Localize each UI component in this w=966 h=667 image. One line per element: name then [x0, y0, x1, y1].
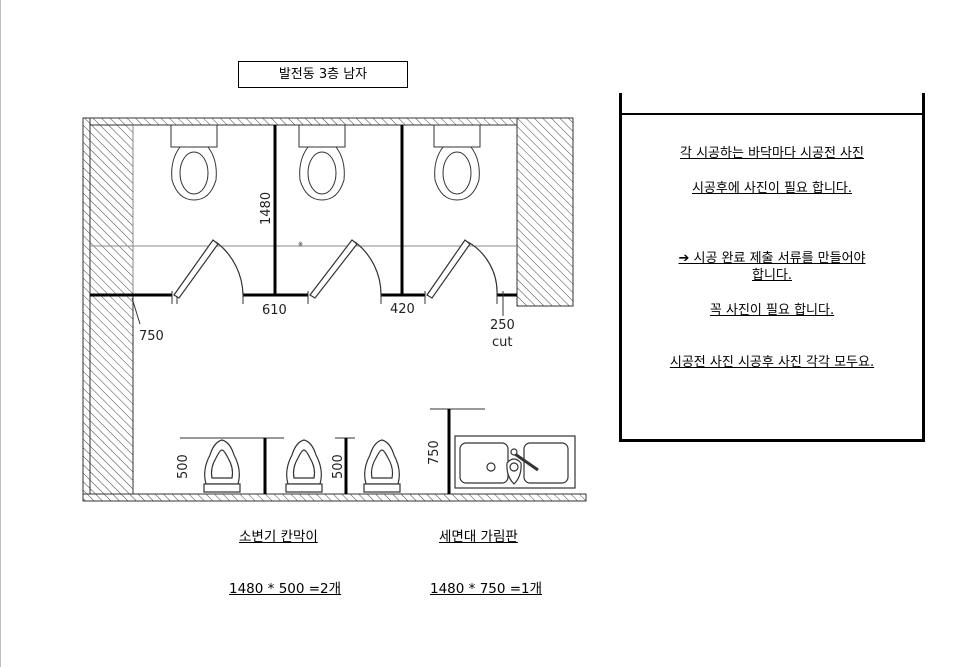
door-3 — [426, 239, 498, 299]
dim-750-left: 750 — [139, 329, 164, 344]
top-wall — [82, 117, 574, 126]
notes-frame — [619, 93, 925, 442]
urinal-3 — [363, 439, 401, 493]
sink-counter — [454, 435, 576, 489]
door-2 — [309, 239, 382, 299]
page-edge-line — [0, 0, 1, 667]
dim-610: 610 — [262, 303, 287, 318]
notes-panel: 각 시공하는 바닥마다 시공전 사진 시공후에 사진이 필요 합니다. ➔ 시공… — [619, 93, 925, 442]
plan-title: 발전동 3층 남자 — [238, 61, 408, 88]
dim-500-a: 500 — [176, 454, 191, 479]
door-1 — [173, 239, 244, 299]
caption-urinal-partition: 소변기 칸막이 — [239, 529, 318, 545]
panel-ticks — [171, 291, 504, 304]
note-line-1: 각 시공하는 바닥마다 시공전 사진 — [680, 146, 864, 161]
toilet-1 — [170, 124, 218, 201]
dim-1480: 1480 — [259, 192, 274, 225]
dim-250: 250 — [490, 318, 515, 333]
dim-mark: ※ — [298, 241, 303, 248]
toilet-3 — [433, 124, 481, 201]
dim-cut: cut — [492, 335, 512, 350]
bottom-wall — [82, 493, 587, 502]
dim-750-sink: 750 — [427, 440, 442, 465]
left-wall — [82, 117, 91, 502]
note-line-3a: ➔ 시공 완료 제출 서류를 만들어야 — [678, 251, 866, 266]
dim-500-b: 500 — [331, 454, 346, 479]
right-wall-block — [516, 117, 574, 307]
caption-sink-partition: 세면대 가림판 — [439, 529, 518, 545]
left-wall-lower — [89, 294, 134, 495]
dim-420: 420 — [390, 302, 415, 317]
toilet-2 — [298, 124, 346, 201]
note-line-2: 시공후에 사진이 필요 합니다. — [691, 181, 853, 196]
note-line-4: 꼭 사진이 필요 합니다. — [709, 303, 835, 318]
left-wall-thick — [89, 124, 134, 296]
caption-urinal-spec: 1480 * 500 =2개 — [229, 581, 342, 597]
note-line-5: 시공전 사진 시공후 사진 각각 모두요. — [669, 355, 875, 370]
leader-750 — [131, 297, 141, 325]
caption-sink-spec: 1480 * 750 =1개 — [430, 581, 543, 597]
note-line-3b: 합니다. — [751, 268, 792, 283]
urinal-2 — [285, 439, 323, 493]
urinal-1 — [203, 439, 241, 493]
